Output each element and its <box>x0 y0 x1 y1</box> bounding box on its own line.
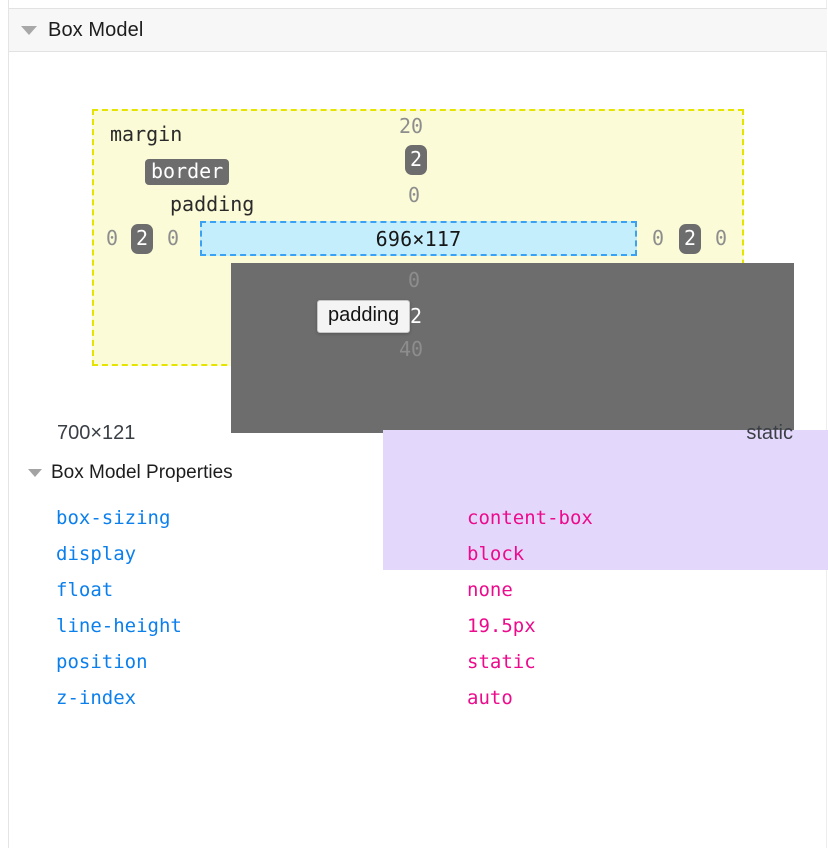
box-model-properties-list: box-sizing content-box display block flo… <box>0 500 828 716</box>
padding-region-label: padding <box>170 192 255 216</box>
margin-right-value[interactable]: 0 <box>715 226 728 250</box>
margin-left-value[interactable]: 0 <box>106 226 119 250</box>
property-value[interactable]: none <box>467 579 513 601</box>
panel-left-border <box>0 0 9 848</box>
padding-region[interactable] <box>383 430 828 570</box>
table-row[interactable]: line-height 19.5px <box>0 608 828 644</box>
padding-right-value[interactable]: 0 <box>652 226 665 250</box>
table-row[interactable]: z-index auto <box>0 680 828 716</box>
property-name[interactable]: display <box>56 543 137 565</box>
triangle-down-icon[interactable] <box>28 469 42 477</box>
property-value[interactable]: static <box>467 651 536 673</box>
box-model-section-header[interactable]: Box Model <box>9 8 827 52</box>
border-right-value[interactable]: 2 <box>679 224 701 254</box>
property-name[interactable]: box-sizing <box>56 507 171 529</box>
content-size-label: 696×117 <box>375 226 462 251</box>
table-row[interactable]: position static <box>0 644 828 680</box>
table-row[interactable]: float none <box>0 572 828 608</box>
box-model-diagram: 696×117 margin border padding 20 40 0 0 … <box>0 0 828 570</box>
panel-right-border <box>826 0 828 848</box>
margin-bottom-value[interactable]: 40 <box>399 337 424 361</box>
margin-top-value[interactable]: 20 <box>399 114 424 138</box>
table-row[interactable]: display block <box>0 536 828 572</box>
table-row[interactable]: box-sizing content-box <box>0 500 828 536</box>
property-name[interactable]: z-index <box>56 687 137 709</box>
property-name[interactable]: position <box>56 651 148 673</box>
border-left-value[interactable]: 2 <box>131 224 153 254</box>
property-name[interactable]: line-height <box>56 615 182 637</box>
box-model-properties-header[interactable]: Box Model Properties <box>28 462 233 484</box>
border-bottom-value[interactable]: 2 <box>405 302 427 332</box>
triangle-down-icon[interactable] <box>21 25 37 35</box>
property-name[interactable]: float <box>56 579 114 601</box>
property-value[interactable]: auto <box>467 687 513 709</box>
box-model-properties-title: Box Model Properties <box>51 462 233 483</box>
border-top-value[interactable]: 2 <box>405 145 427 175</box>
property-value[interactable]: content-box <box>467 507 593 529</box>
box-model-summary: 700×121 static <box>9 422 809 445</box>
border-region-label: border <box>145 159 230 185</box>
page-title: Box Model <box>48 18 144 41</box>
property-value[interactable]: 19.5px <box>467 615 536 637</box>
padding-top-value[interactable]: 0 <box>408 183 421 207</box>
padding-bottom-value[interactable]: 0 <box>408 268 421 292</box>
element-size-label: 700×121 <box>57 422 136 444</box>
margin-region-label: margin <box>110 122 183 146</box>
region-tooltip: padding <box>317 300 411 333</box>
padding-left-value[interactable]: 0 <box>167 226 180 250</box>
property-value[interactable]: block <box>467 543 525 565</box>
border-region[interactable] <box>231 263 828 570</box>
element-position-label: static <box>746 422 793 444</box>
content-region[interactable]: 696×117 <box>200 221 637 256</box>
